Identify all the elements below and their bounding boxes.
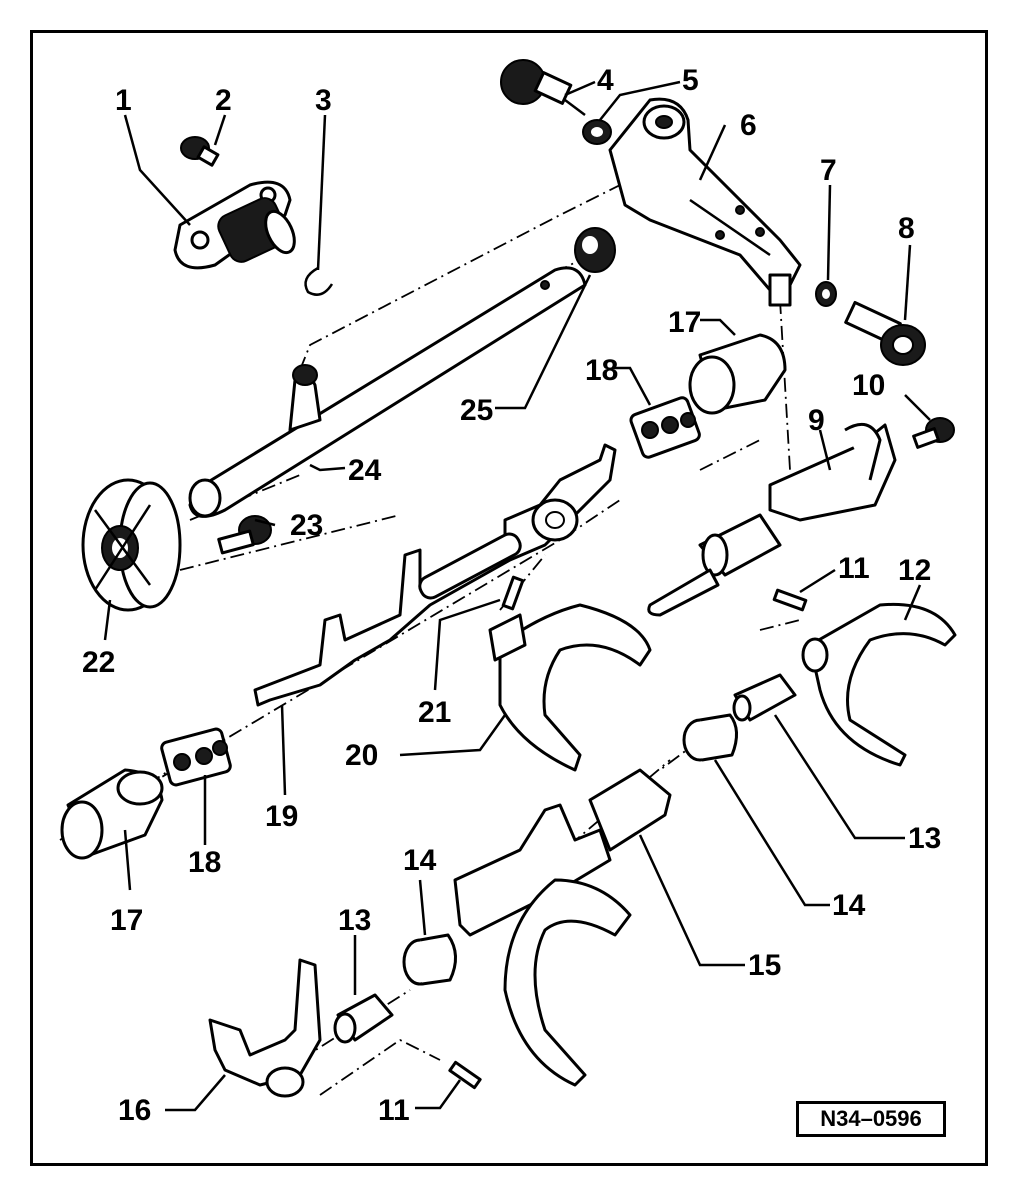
- part-3-circlip: [304, 266, 334, 296]
- callout-7: 7: [820, 154, 837, 187]
- part-12-shift-fork-right: [801, 602, 957, 767]
- part-17-bushing-upper: [688, 333, 787, 415]
- callout-17-upper: 17: [668, 306, 701, 339]
- part-11-pin-right: [772, 588, 808, 612]
- part-10-bolt: [912, 417, 955, 449]
- callout-22: 22: [82, 646, 115, 679]
- callout-13-lower: 13: [338, 904, 371, 937]
- diagram-frame: [30, 30, 988, 1166]
- part-24-shift-shaft: [188, 266, 587, 518]
- callout-25: 25: [460, 394, 493, 427]
- callout-5: 5: [682, 64, 699, 97]
- callout-14-lower: 14: [403, 844, 437, 877]
- callout-9: 9: [808, 404, 825, 437]
- part-15-shift-rod-fork: [453, 768, 672, 1087]
- callout-4: 4: [597, 64, 614, 97]
- part-20-shift-fork: [488, 603, 652, 772]
- part-22-cover-plate: [81, 478, 182, 612]
- callout-11-right: 11: [838, 552, 870, 585]
- callout-leaders: [103, 80, 931, 1112]
- callout-3: 3: [315, 84, 332, 117]
- callout-labels: 1 2 3 4 5 6 7 8 9 10 11 12 13 14 15 16 1…: [82, 64, 941, 1127]
- part-11-pin-lower: [448, 1060, 482, 1090]
- callout-12: 12: [898, 554, 931, 587]
- part-14-bushing-lower: [402, 933, 457, 986]
- callout-2: 2: [215, 84, 232, 117]
- part-7-washer: [815, 281, 837, 307]
- callout-8: 8: [898, 212, 915, 245]
- part-4-detent-plunger: [500, 59, 586, 116]
- part-6-selector-housing: [608, 97, 802, 307]
- reference-code: N34–0596: [820, 1106, 922, 1131]
- part-2-screw: [180, 136, 220, 167]
- part-18-detent-block-upper: [629, 396, 701, 459]
- callout-14-right: 14: [832, 889, 866, 922]
- part-25-shaft-bushing: [574, 227, 616, 273]
- callout-24: 24: [348, 454, 382, 487]
- callout-17-lower: 17: [110, 904, 143, 937]
- callout-20: 20: [345, 739, 378, 772]
- part-13-sleeve-right: [732, 673, 797, 722]
- callout-15: 15: [748, 949, 781, 982]
- callout-10: 10: [852, 369, 885, 402]
- callout-18-upper: 18: [585, 354, 618, 387]
- part-1-flange-housing: [173, 180, 296, 270]
- callout-6: 6: [740, 109, 757, 142]
- callout-16: 16: [118, 1094, 151, 1127]
- part-17-bushing-lower: [60, 768, 164, 860]
- callout-1: 1: [115, 84, 132, 117]
- part-13-sleeve-lower: [333, 993, 394, 1044]
- part-18-detent-block-lower: [160, 727, 232, 787]
- part-14-bushing-right: [682, 713, 738, 762]
- part-5-washer: [582, 119, 612, 145]
- part-8-plug-bolt: [844, 300, 926, 366]
- part-16-shift-fork-lower: [208, 958, 322, 1098]
- part-9-lever-bracket: [647, 422, 897, 617]
- callout-21: 21: [418, 696, 451, 729]
- part-19-selector-rail: [253, 443, 617, 707]
- callout-11-lower: 11: [378, 1094, 410, 1127]
- part-21-roll-pin: [501, 575, 525, 611]
- callout-13-right: 13: [908, 822, 941, 855]
- reference-code-box: N34–0596: [796, 1101, 946, 1137]
- callout-18-lower: 18: [188, 846, 221, 879]
- callout-19: 19: [265, 800, 298, 833]
- callout-23: 23: [290, 509, 323, 542]
